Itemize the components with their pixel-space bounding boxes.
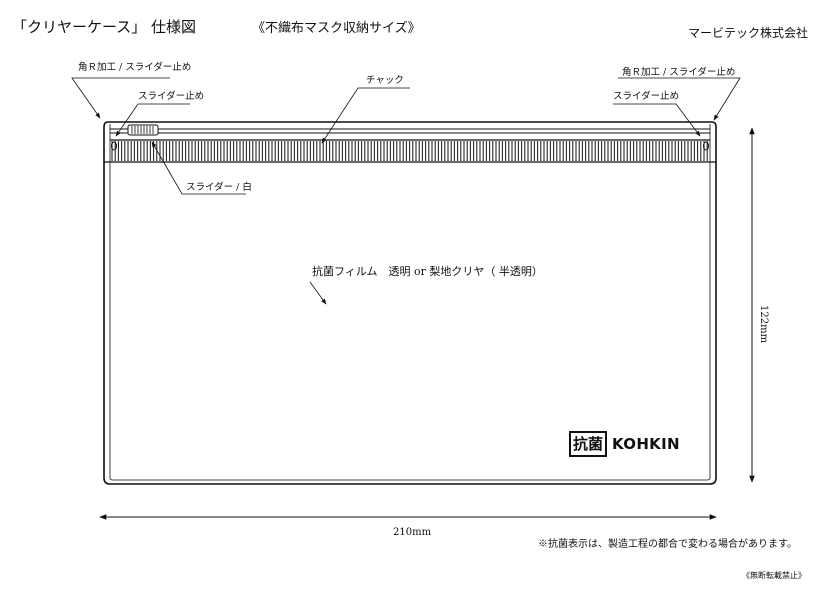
logo-word: KOHKIN (612, 435, 680, 453)
label-corner-left: 角Ｒ加工 / スライダー止め (78, 62, 192, 73)
label-zipper: チャック (366, 75, 404, 86)
label-slider-white: スライダー / 白 (186, 182, 252, 193)
case-outline (103, 121, 717, 485)
leader-slider-white (151, 141, 246, 195)
leader-zipper (321, 87, 410, 144)
leader-film (309, 281, 327, 305)
leader-corner-left (71, 77, 170, 119)
footer-no-reprint: 《無断転載禁止》 (742, 571, 806, 580)
zipper-slider (127, 124, 159, 136)
slider-stop-right (703, 141, 709, 151)
slider-stop-left (111, 141, 117, 151)
dimension-height: 122mm (758, 305, 769, 344)
sheet-subtitle: 《不織布マスク収納サイズ》 (252, 21, 421, 36)
bottom-inner (109, 477, 711, 481)
sheet-title: 「クリヤーケース」 仕様図 (12, 18, 197, 36)
dimension-width: 210mm (393, 527, 432, 538)
leader-slider-stop-left (115, 103, 190, 137)
logo-kanji: 抗菌 (569, 431, 608, 457)
label-film: 抗菌フィルム 透明 or 梨地クリヤ（ 半透明） (312, 265, 543, 278)
zipper-teeth (111, 141, 708, 161)
kohkin-logo: 抗菌 KOHKIN (569, 431, 680, 457)
leader-slider-stop-right (613, 103, 701, 137)
label-slider-stop-right: スライダー止め (613, 91, 680, 102)
note-kohkin: ※抗菌表示は、製造工程の都合で変わる場合があります。 (538, 539, 797, 550)
label-slider-stop-left: スライダー止め (138, 91, 205, 102)
leader-corner-right (618, 77, 741, 121)
label-corner-right: 角Ｒ加工 / スライダー止め (622, 67, 736, 78)
company-name: マービテック株式会社 (688, 26, 809, 40)
